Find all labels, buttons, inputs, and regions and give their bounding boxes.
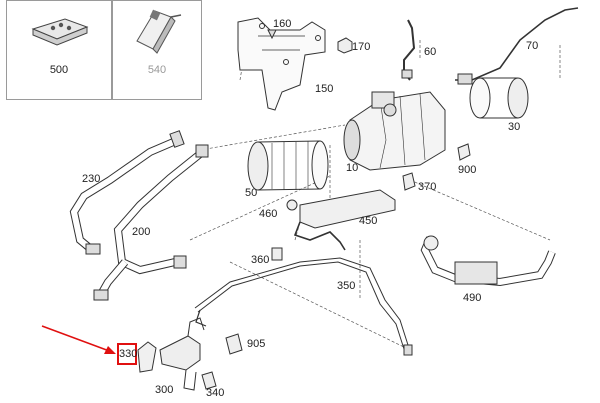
receiver-module-icon: [136, 9, 182, 54]
part-label-360[interactable]: 360: [251, 254, 270, 266]
part-label-900[interactable]: 900: [458, 164, 477, 176]
part-label-170[interactable]: 170: [352, 41, 371, 53]
highlight-box: [117, 343, 137, 365]
remote-control-icon: [31, 18, 89, 46]
part-label-450[interactable]: 450: [359, 215, 378, 227]
part-label-370[interactable]: 370: [418, 181, 437, 193]
part-label-350[interactable]: 350: [337, 280, 356, 292]
part-label-60[interactable]: 60: [424, 46, 437, 58]
part-label-490[interactable]: 490: [463, 292, 482, 304]
part-label-340[interactable]: 340: [206, 387, 225, 399]
part-label-330[interactable]: 330: [119, 348, 138, 360]
part-label-300[interactable]: 300: [155, 384, 174, 396]
part-label-30[interactable]: 30: [508, 121, 521, 133]
part-label-200[interactable]: 200: [132, 226, 151, 238]
part-label-70[interactable]: 70: [526, 40, 539, 52]
part-label-150[interactable]: 150: [315, 83, 334, 95]
part-label-10[interactable]: 10: [346, 162, 359, 174]
part-label-50[interactable]: 50: [245, 187, 258, 199]
part-label-230[interactable]: 230: [82, 173, 101, 185]
part-label-160[interactable]: 160: [273, 18, 292, 30]
thumbnail-540[interactable]: 540: [112, 0, 202, 100]
thumbnail-500[interactable]: 500: [6, 0, 112, 100]
thumbnail-500-label: 500: [49, 64, 69, 76]
part-label-460[interactable]: 460: [259, 208, 278, 220]
part-label-905[interactable]: 905: [247, 338, 266, 350]
thumbnail-540-label: 540: [147, 64, 167, 76]
